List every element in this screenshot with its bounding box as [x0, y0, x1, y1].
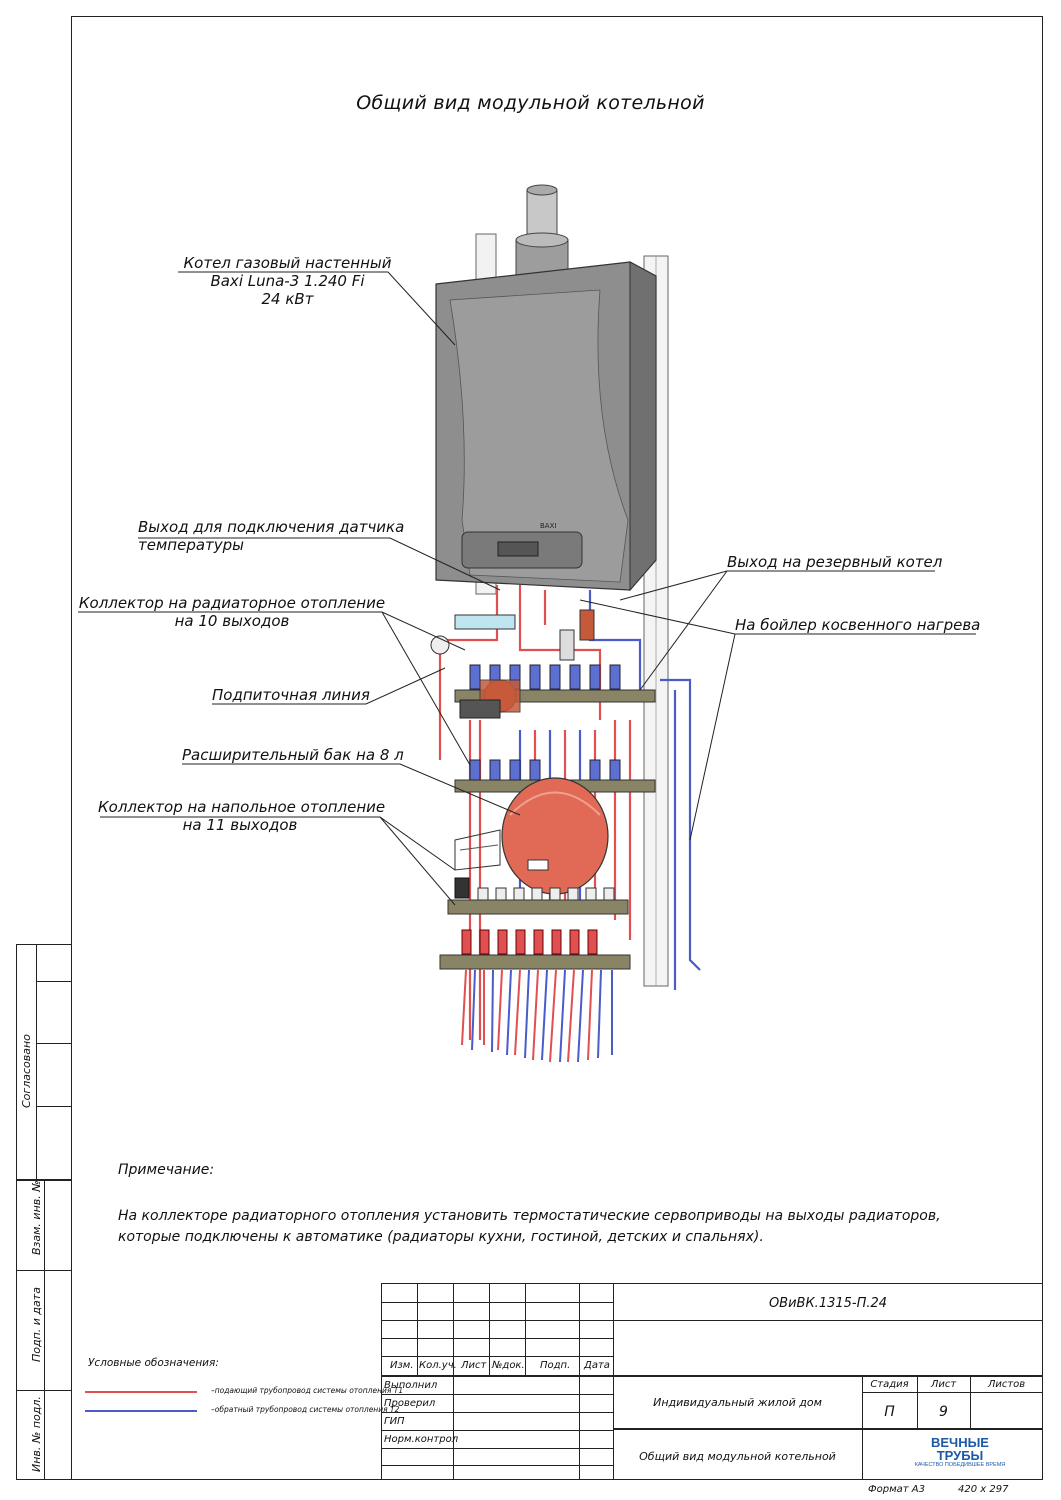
legend-supply-text: –подающий трубопровод системы отопления … [211, 1386, 404, 1395]
callout-sensor: Выход для подключения датчика температур… [138, 518, 404, 554]
format-size: 420 х 297 [958, 1484, 1009, 1495]
side-label-agreed: Согласовано [20, 1034, 33, 1108]
side-label-podp: Подп. и дата [30, 1287, 43, 1362]
callout-reserve-boiler: Выход на резервный котел [727, 553, 943, 571]
stamp-header-date: Дата [584, 1360, 610, 1371]
logo-tagline: КАЧЕСТВО ПОБЕДИВШЕЕ ВРЕМЯ [914, 1462, 1006, 1468]
callout-boiler-line3: 24 кВт [261, 290, 314, 308]
stamp-role-checked: Проверил [384, 1398, 436, 1409]
mesh-basket [454, 829, 501, 871]
stamp-sheet-title: Общий вид модульной котельной [639, 1450, 836, 1463]
note-heading: Примечание: [118, 1162, 215, 1178]
stamp-header-podp: Подп. [540, 1360, 571, 1371]
expansion-tank [501, 777, 609, 895]
stamp-header-list: Лист [461, 1360, 487, 1371]
side-label-vzam: Взам. инв. № [30, 1180, 43, 1255]
callout-makeup-line: Подпиточная линия [212, 686, 370, 704]
pump-group [430, 609, 595, 719]
title-block [381, 1283, 1043, 1480]
callout-radiator-line2: на 10 выходов [174, 612, 290, 630]
callout-floor-line1: Коллектор на напольное отопление [98, 798, 386, 816]
stamp-project-name: Индивидуальный жилой дом [653, 1396, 822, 1409]
stamp-role-gip: ГИП [384, 1416, 405, 1427]
callout-floor-line2: на 11 выходов [182, 816, 298, 834]
stamp-role-normcontrol: Норм.контрол [384, 1434, 459, 1445]
stamp-sheet-label: Лист [930, 1379, 957, 1390]
callout-radiator-collector: Коллектор на радиаторное отопление на 10… [78, 594, 386, 630]
logo-line2: ТРУБЫ [936, 1448, 984, 1463]
callout-sensor-line2: температуры [138, 536, 245, 554]
callout-boiler-line1: Котел газовый настенный [183, 254, 392, 272]
legend-supply-line [85, 1391, 197, 1393]
drawing-frame [71, 16, 1043, 1480]
logo-line1: ВЕЧНЫЕ [931, 1435, 989, 1450]
stamp-header-doc: №док. [492, 1360, 525, 1371]
stamp-stage-value: П [884, 1404, 895, 1420]
stamp-header-izm: Изм. [390, 1360, 414, 1371]
stamp-stage-label: Стадия [870, 1379, 909, 1390]
callout-radiator-line1: Коллектор на радиаторное отопление [78, 594, 386, 612]
callout-expansion-tank: Расширительный бак на 8 л [182, 746, 404, 764]
side-agreed-box [16, 944, 72, 1180]
callout-sensor-line1: Выход для подключения датчика [138, 518, 405, 536]
stamp-role-executed: Выполнил [384, 1380, 438, 1391]
boiler-brand-label: BAXI [540, 522, 556, 530]
callout-indirect-boiler: На бойлер косвенного нагрева [735, 616, 981, 634]
legend-return-text: –обратный трубопровод системы отопления … [211, 1405, 400, 1414]
stamp-header-kol: Кол.уч. [419, 1360, 457, 1371]
leader-lines [78, 271, 976, 906]
stamp-sheets-label: Листов [987, 1379, 1026, 1390]
legend-heading: Условные обозначения: [88, 1357, 219, 1369]
gas-boiler: BAXI [435, 261, 657, 592]
callout-floor-collector: Коллектор на напольное отопление на 11 в… [98, 798, 386, 834]
stamp-document-code: ОВиВК.1315-П.24 [768, 1296, 888, 1311]
vechnye-truby-logo: ВЕЧНЫЕ ТРУБЫ КАЧЕСТВО ПОБЕДИВШЕЕ ВРЕМЯ [900, 1436, 1020, 1476]
stamp-sheet-value: 9 [939, 1404, 948, 1420]
callout-boiler-line2: Baxi Luna-3 1.240 Fi [210, 272, 365, 290]
format-label: Формат А3 [868, 1484, 925, 1495]
legend-return-line [85, 1410, 197, 1412]
drawing-title: Общий вид модульной котельной [356, 92, 705, 114]
note-body: На коллекторе радиаторного отопления уст… [118, 1208, 941, 1245]
side-label-inv: Инв. № подл. [30, 1396, 43, 1472]
callout-boiler: Котел газовый настенный Baxi Luna-3 1.24… [180, 254, 395, 308]
floor-collector [439, 877, 631, 1063]
